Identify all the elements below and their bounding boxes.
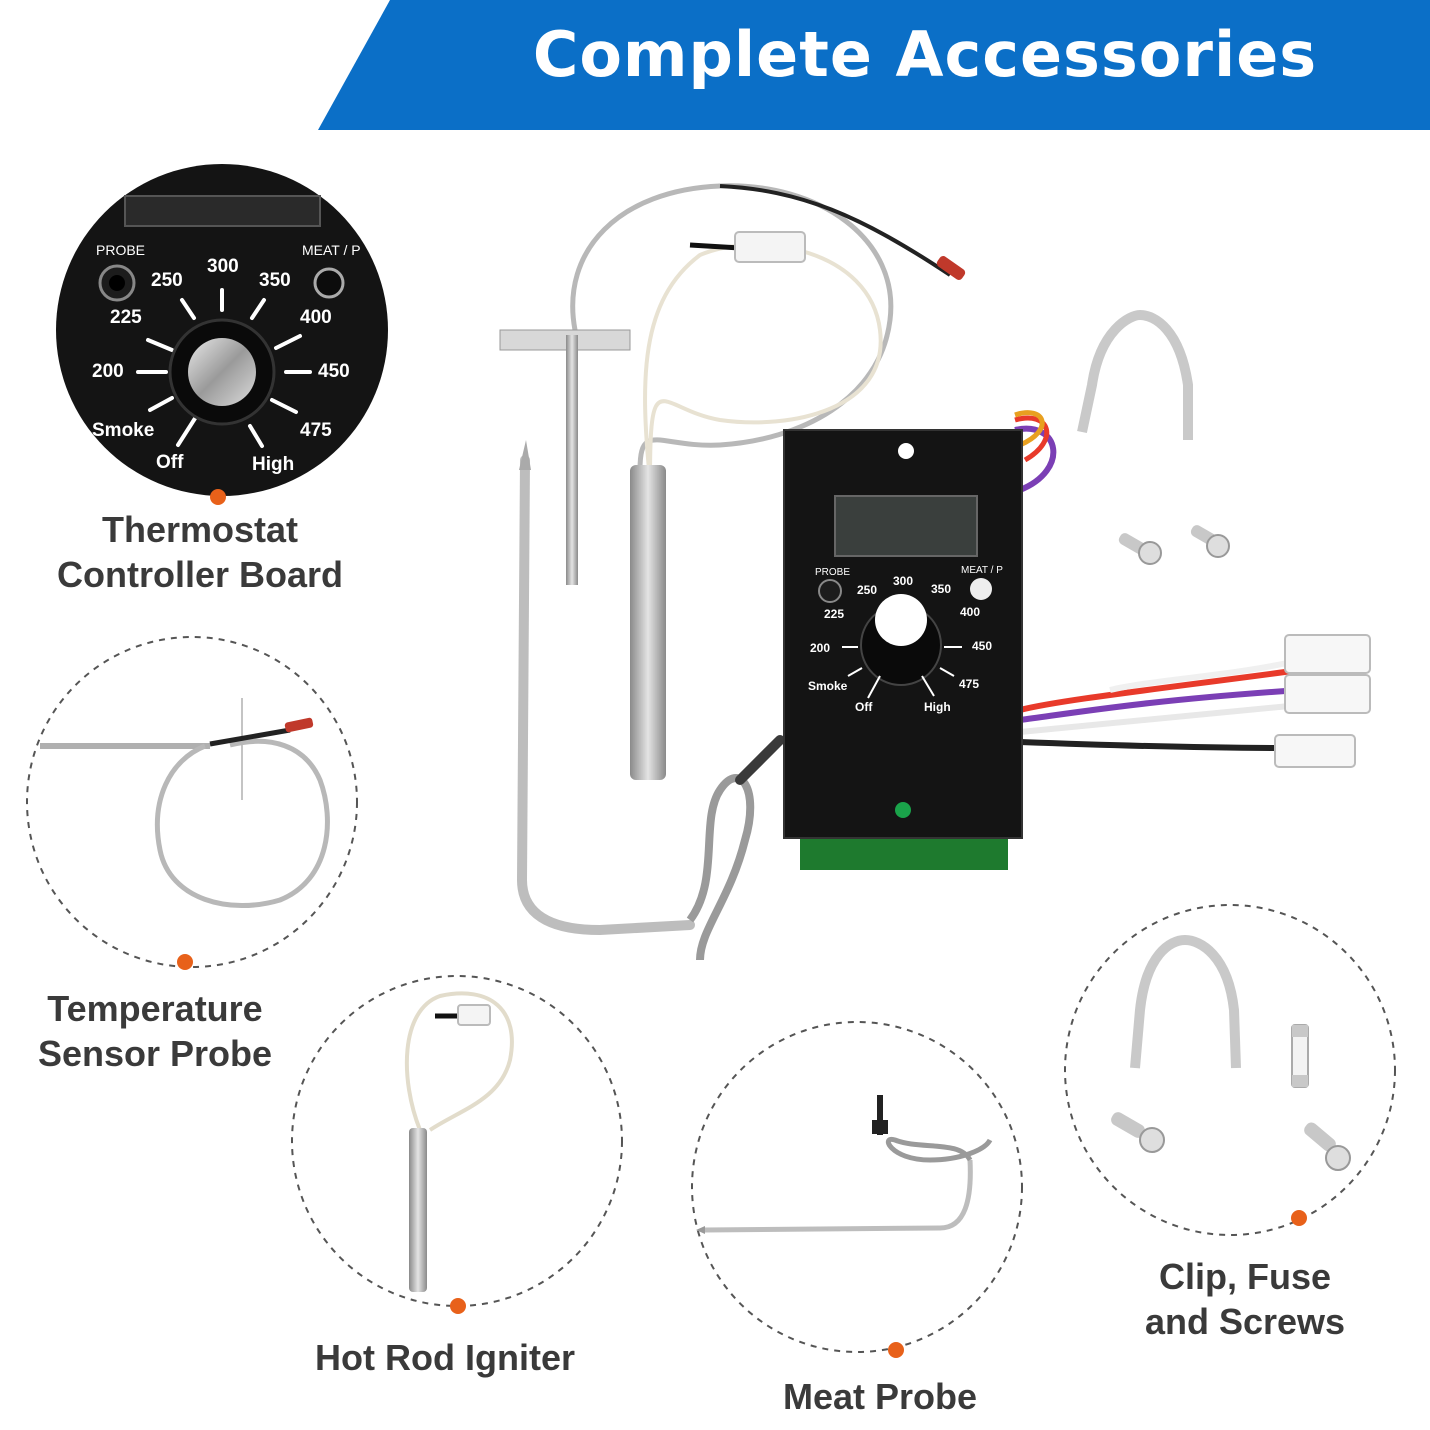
svg-text:400: 400 [960, 605, 980, 619]
label-meat-probe: Meat Probe [782, 1376, 978, 1417]
svg-text:250: 250 [857, 583, 877, 597]
mark-300: 300 [207, 256, 239, 277]
mark-off: Off [156, 452, 184, 473]
screw [1118, 533, 1162, 565]
page-title: Complete Accessories [532, 18, 1318, 91]
svg-text:225: 225 [824, 607, 844, 621]
mark-400: 400 [300, 307, 332, 328]
clip-dot [1291, 1210, 1307, 1226]
mark-250: 250 [151, 270, 183, 291]
mark-smoke: Smoke [92, 420, 154, 441]
mark-225: 225 [110, 307, 142, 328]
mark-200: 200 [92, 361, 124, 382]
product-center-photo: PROBE MEAT / P 250 300 350 225 400 200 4… [499, 183, 1371, 961]
temp-probe-dot [177, 954, 193, 970]
svg-text:MEAT / P: MEAT / P [961, 565, 1003, 576]
probe-label: PROBE [96, 242, 145, 258]
mark-475: 475 [300, 420, 332, 441]
thermostat-dot [210, 489, 226, 505]
meat-probe-dot [888, 1342, 904, 1358]
svg-text:Off: Off [855, 700, 873, 714]
mark-350: 350 [259, 270, 291, 291]
igniter-closeup [291, 975, 623, 1307]
mark-high: High [252, 454, 294, 475]
thermostat-dial-closeup: PROBE MEAT / P Off Smoke 200 225 250 300… [56, 164, 388, 496]
svg-text:PROBE: PROBE [815, 567, 850, 578]
svg-text:450: 450 [972, 639, 992, 653]
svg-text:High: High [924, 700, 951, 714]
svg-text:Smoke: Smoke [808, 679, 848, 693]
svg-text:200: 200 [810, 641, 830, 655]
svg-text:350: 350 [931, 582, 951, 596]
clip-top-photo [1077, 310, 1230, 565]
clip-fuse-closeup [1064, 904, 1396, 1236]
svg-text:300: 300 [893, 574, 913, 588]
temp-probe-closeup [26, 636, 358, 968]
header-banner [318, 0, 1430, 130]
label-igniter: Hot Rod Igniter [315, 1337, 575, 1378]
svg-text:475: 475 [959, 677, 979, 691]
meat-p-label: MEAT / P [302, 242, 361, 258]
screw [1190, 525, 1230, 558]
mark-450: 450 [318, 361, 350, 382]
meat-probe-closeup [691, 1021, 1023, 1353]
igniter-dot [450, 1298, 466, 1314]
